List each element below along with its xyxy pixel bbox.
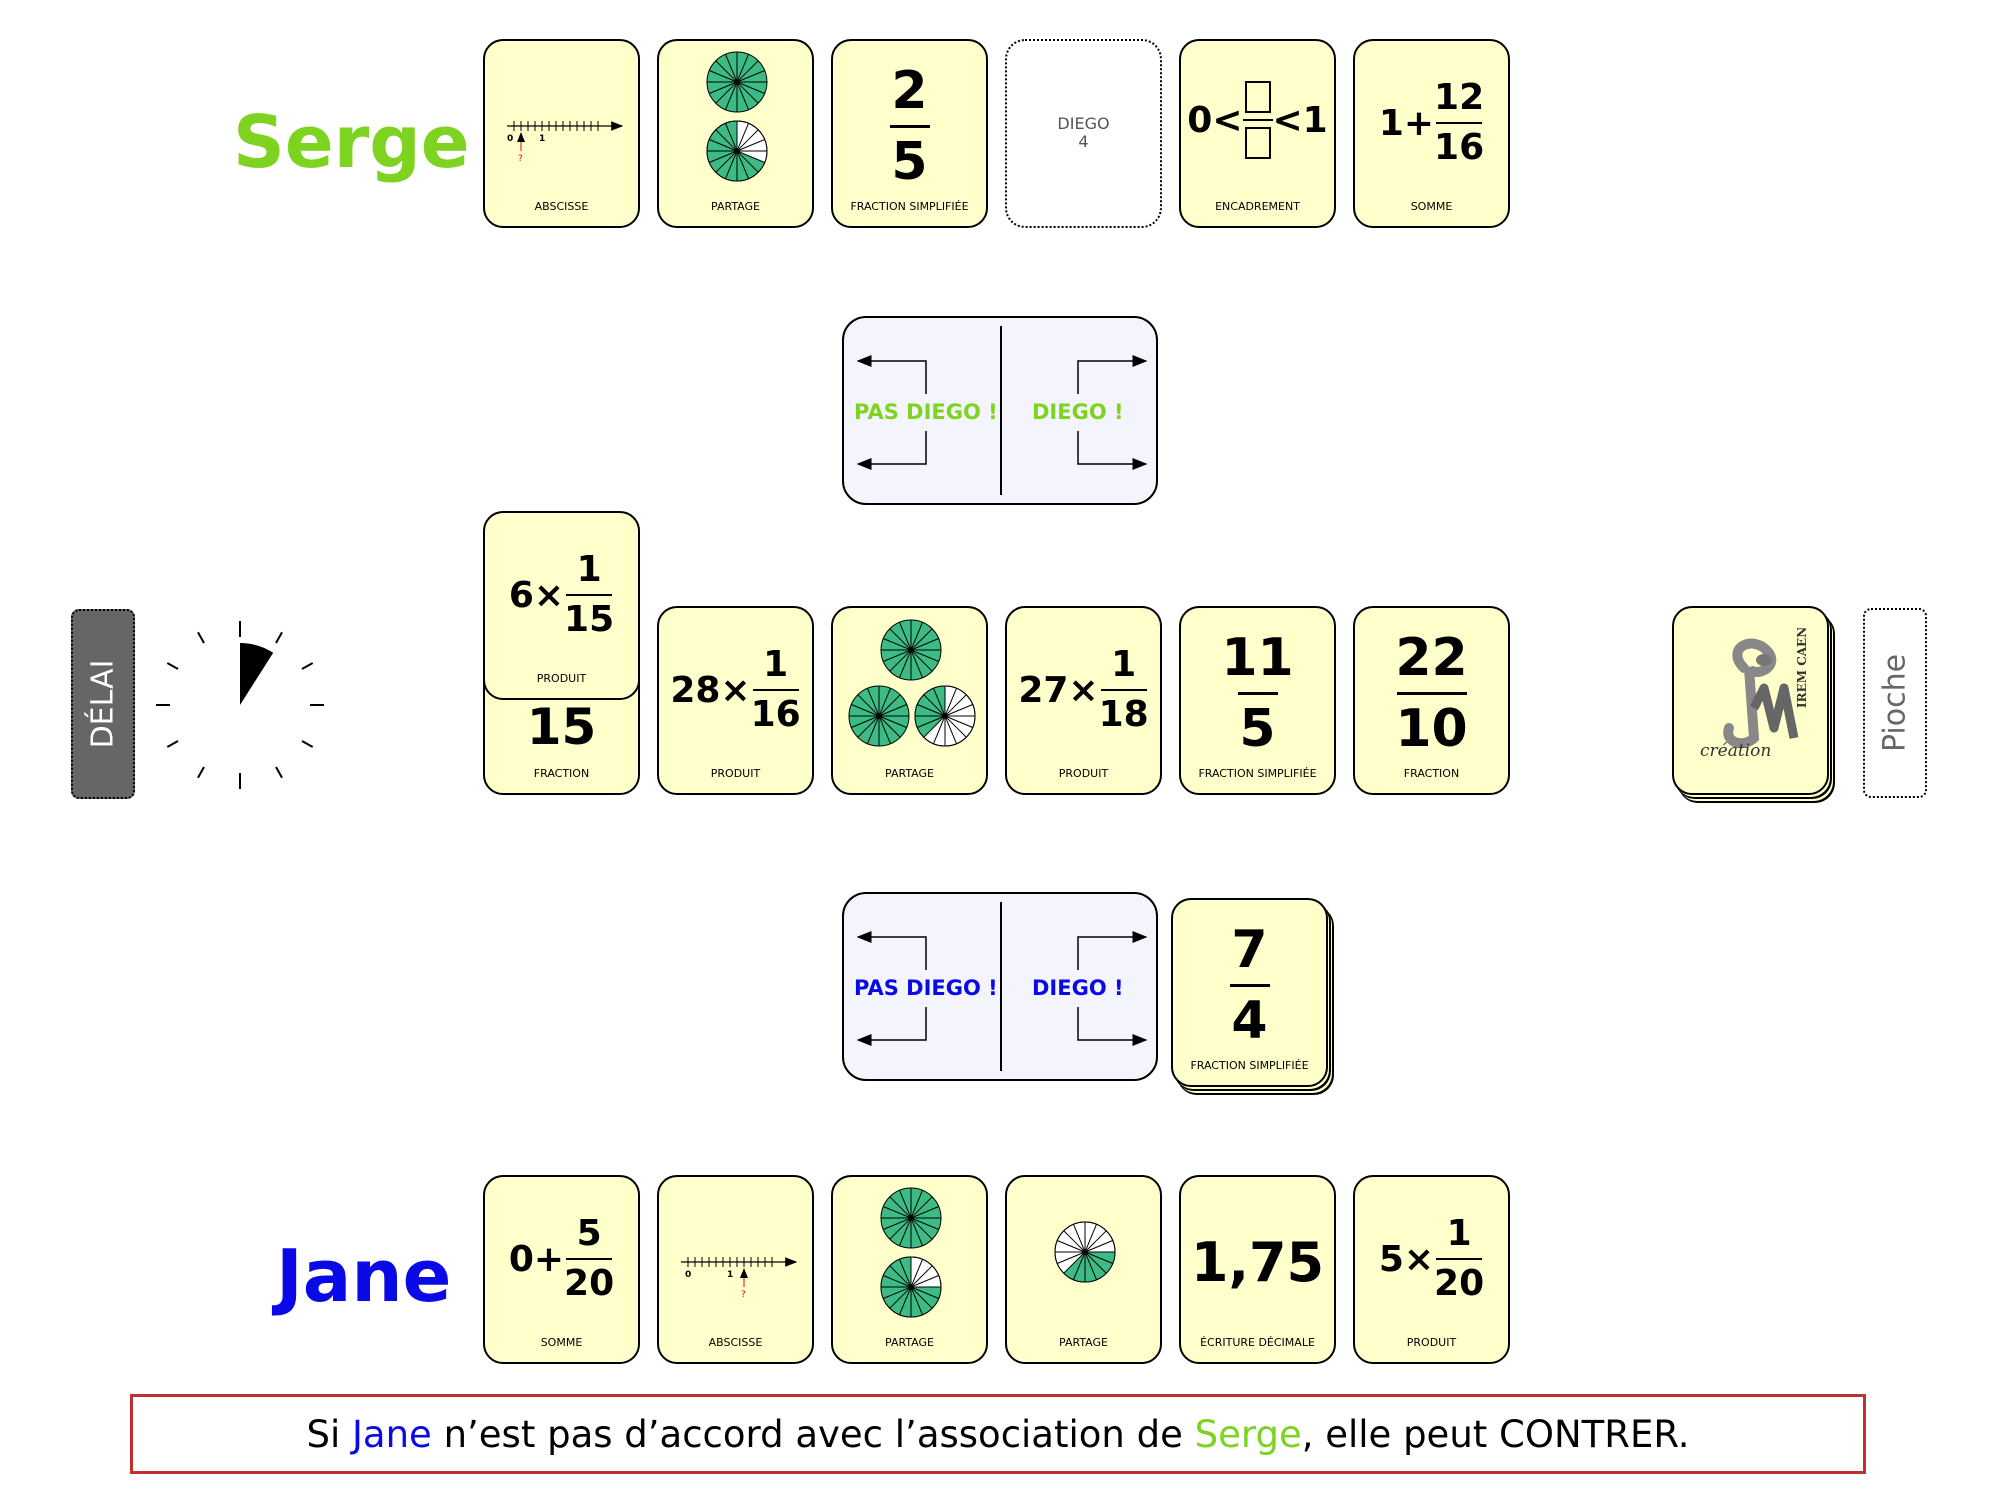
jane-diego-board[interactable]: PAS DIEGO ! DIEGO ! xyxy=(842,892,1158,1081)
card-label: SOMME xyxy=(1410,200,1453,213)
diego-title: DIEGO xyxy=(1057,114,1110,133)
card-label: FRACTION xyxy=(1403,767,1460,780)
card-label: PRODUIT xyxy=(1406,1336,1457,1349)
timer-elapsed-wedge xyxy=(240,643,274,705)
svg-text:IREM CAEN: IREM CAEN xyxy=(1795,628,1809,708)
hand-card-abscisse[interactable]: 0 1 ? ABSCISSE xyxy=(483,39,640,228)
card-label: FRACTION SIMPLIFIÉE xyxy=(1198,767,1317,780)
hand-card-encadrement[interactable]: 0< <1 ENCADREMENT xyxy=(1179,39,1336,228)
diego-button[interactable]: DIEGO ! xyxy=(1032,976,1124,1000)
delai-label: DÉLAI xyxy=(85,659,121,749)
encadrement-expression: 0< <1 xyxy=(1181,81,1334,159)
serge-diego-board[interactable]: PAS DIEGO ! DIEGO ! xyxy=(842,316,1158,505)
card-label: PARTAGE xyxy=(885,1336,934,1349)
card-label: FRACTION xyxy=(533,767,590,780)
irem-logo-icon: création IREM CAEN xyxy=(1700,628,1809,761)
svg-text:1: 1 xyxy=(727,1270,733,1280)
player-name-jane: Jane xyxy=(276,1234,452,1318)
board-arrows-icon xyxy=(856,355,1148,470)
card-label: PRODUIT xyxy=(536,672,587,685)
hand-card-abscisse[interactable]: 0 1 ? ABSCISSE xyxy=(657,1175,814,1364)
card-label: ABSCISSE xyxy=(534,200,589,213)
player-name-serge: Serge xyxy=(233,100,470,184)
pioche-label: Pioche xyxy=(1877,653,1913,753)
card-label: PARTAGE xyxy=(711,200,760,213)
card-label: ÉCRITURE DÉCIMALE xyxy=(1200,1336,1315,1349)
hand-card-partage[interactable]: PARTAGE xyxy=(657,39,814,228)
svg-text:1: 1 xyxy=(539,134,545,144)
card-label: PRODUIT xyxy=(710,767,761,780)
card-label: SOMME xyxy=(540,1336,583,1349)
hand-card-partage[interactable]: PARTAGE xyxy=(831,1175,988,1364)
card-label: PARTAGE xyxy=(885,767,934,780)
board-arrows-icon xyxy=(856,931,1148,1046)
svg-text:?: ? xyxy=(518,154,523,164)
card-label: FRACTION SIMPLIFIÉE xyxy=(850,200,969,213)
card-label: ABSCISSE xyxy=(708,1336,763,1349)
number-line-icon: 0 1 ? xyxy=(681,1257,798,1300)
number-line-icon: 0 1 ? xyxy=(507,121,624,164)
card-value: 1,75 xyxy=(1190,1231,1325,1294)
pie-icon xyxy=(848,619,976,747)
pie-icon xyxy=(1054,1221,1116,1283)
pas-diego-button[interactable]: PAS DIEGO ! xyxy=(854,400,998,424)
svg-text:0: 0 xyxy=(507,134,513,144)
card-label: ENCADREMENT xyxy=(1215,200,1300,213)
diego-placeholder[interactable]: DIEGO 4 xyxy=(1005,39,1162,228)
delai-button[interactable]: DÉLAI xyxy=(71,609,135,799)
timer-clock-icon xyxy=(156,621,324,789)
pie-icon xyxy=(880,1187,942,1318)
table-card-partage[interactable]: PARTAGE xyxy=(831,606,988,795)
pie-icon xyxy=(706,51,768,182)
card-label: FRACTION SIMPLIFIÉE xyxy=(1190,1059,1309,1072)
card-value: 15 xyxy=(526,698,597,756)
svg-text:?: ? xyxy=(741,1290,746,1300)
card-label: PRODUIT xyxy=(1058,767,1109,780)
hand-card-partage-single[interactable]: PARTAGE xyxy=(1005,1175,1162,1364)
instruction-message: Si Jane n’est pas d’accord avec l’associ… xyxy=(130,1394,1866,1474)
svg-text:création: création xyxy=(1700,741,1771,761)
pioche-button[interactable]: Pioche xyxy=(1863,608,1927,798)
hand-card-decimale[interactable]: 1,75 ÉCRITURE DÉCIMALE xyxy=(1179,1175,1336,1364)
pas-diego-button[interactable]: PAS DIEGO ! xyxy=(854,976,998,1000)
svg-text:0: 0 xyxy=(685,1270,691,1280)
draw-pile[interactable]: création IREM CAEN xyxy=(1672,606,1829,795)
card-label: PARTAGE xyxy=(1059,1336,1108,1349)
diego-button[interactable]: DIEGO ! xyxy=(1032,400,1124,424)
diego-count: 4 xyxy=(1078,132,1089,151)
